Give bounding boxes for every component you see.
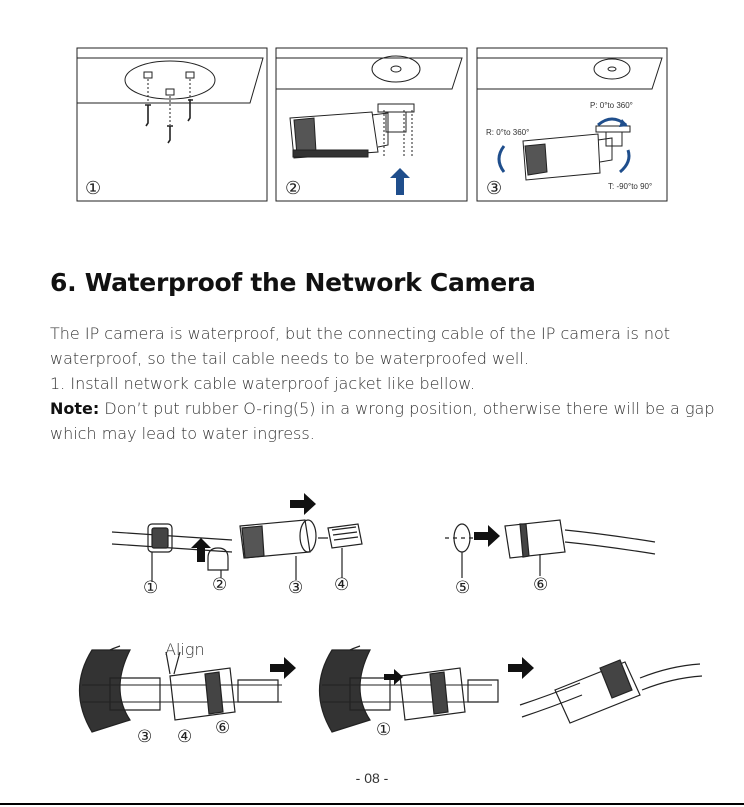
align-label: Align — [165, 640, 205, 659]
part-number-5: ⑤ — [455, 578, 471, 597]
bottom-part-number-3: ③ — [137, 727, 153, 746]
body-line-3: 1. Install network cable waterproof jack… — [50, 374, 475, 393]
note-label: Note: — [50, 399, 100, 418]
oring-arrow-right — [474, 525, 500, 547]
panel-3-step-number: ③ — [486, 178, 503, 198]
installation-panels — [76, 47, 668, 202]
push-up-arrow — [390, 168, 410, 195]
step-arrow-right-2 — [508, 657, 534, 679]
section-body: The IP camera is waterproof, but the con… — [50, 321, 715, 446]
ceiling-screw-drawing — [77, 57, 264, 144]
page-number: - 08 - — [355, 770, 389, 786]
bottom-part-number-6: ⑥ — [215, 718, 231, 737]
align-connector-drawing — [78, 645, 282, 733]
rotation-arc-icon — [497, 145, 506, 173]
part-number-3: ③ — [288, 578, 304, 597]
twist-arrow — [384, 669, 403, 685]
panel-2-step-number: ② — [285, 178, 302, 198]
part-number-1: ① — [143, 578, 159, 597]
tilt-range-label: T: -90°to 90° — [608, 182, 653, 191]
tilt-arc-icon — [619, 149, 631, 174]
panel-1-step-number: ① — [85, 178, 102, 198]
body-line-2: waterproof, so the tail cable needs to b… — [50, 349, 529, 368]
waterproof-jacket-drawings — [78, 493, 703, 733]
part-number-4: ④ — [334, 575, 350, 594]
panel-3-frame — [476, 47, 668, 202]
bottom-rule — [0, 803, 744, 805]
part-number-2: ② — [212, 575, 228, 594]
pan-range-label: P: 0°to 360° — [590, 101, 633, 110]
panel-2-frame — [275, 47, 468, 202]
bottom-part-number-4: ④ — [177, 727, 193, 746]
bottom-part-number-1: ① — [376, 720, 392, 739]
assembled-connector-drawing — [519, 659, 703, 724]
pan-rotate-arrowhead-icon — [619, 119, 628, 127]
body-line-1: The IP camera is waterproof, but the con… — [50, 324, 671, 343]
step-arrow-right-1 — [270, 657, 296, 679]
section-heading: 6. Waterproof the Network Camera — [50, 268, 536, 297]
part-number-6: ⑥ — [533, 575, 549, 594]
camera-mount-drawing — [276, 55, 463, 159]
jacket-parts-drawing — [111, 519, 363, 582]
camera-adjust-drawing — [477, 57, 663, 181]
o-ring-drawing — [445, 519, 656, 578]
slide-arrow-right — [290, 493, 316, 515]
panel-1-frame — [76, 47, 268, 202]
rotation-range-label: R: 0°to 360° — [486, 128, 530, 137]
note-text: Don’t put rubber O-ring(5) in a wrong po… — [99, 399, 715, 418]
body-line-5: which may lead to water ingress. — [50, 424, 315, 443]
note-line: Note: Don’t put rubber O-ring(5) in a wr… — [50, 396, 715, 421]
twist-connector-drawing — [318, 645, 499, 733]
insert-arrow-up — [191, 538, 211, 562]
